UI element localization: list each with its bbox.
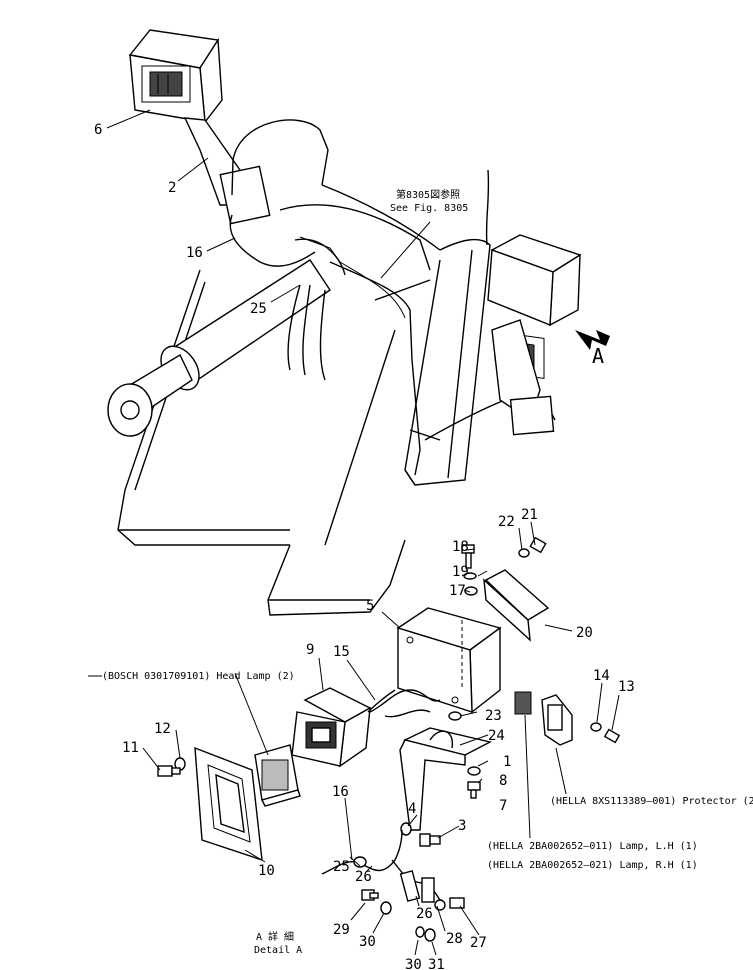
part-number: 26 [355, 869, 372, 885]
part-number: 28 [446, 931, 463, 947]
part-number: 16 [332, 784, 349, 800]
caption-protector: (HELLA 8XS113389—001) Protector (2) [550, 796, 753, 807]
part-number: 12 [154, 721, 171, 737]
caption-head-lamp: (BOSCH 0301709101) Head Lamp (2) [102, 671, 295, 682]
view-arrow-a [575, 330, 610, 350]
bolt-21 [518, 536, 547, 558]
part-number: 30 [359, 934, 376, 950]
detail-a-assembly [157, 536, 621, 942]
part-number: 8 [499, 773, 507, 789]
caption-lamp-rh: (HELLA 2BA002652—021) Lamp, R.H (1) [487, 860, 698, 871]
detail-label-jp: A 詳 細 [256, 930, 294, 943]
part-number: 1 [503, 754, 511, 770]
part-number: 13 [618, 679, 635, 695]
part-number: 9 [306, 642, 314, 658]
part-number: 10 [258, 863, 275, 879]
leader-lines [88, 109, 620, 956]
part-number: 5 [366, 598, 374, 614]
part-number: 14 [593, 668, 610, 684]
part-number: 19 [452, 564, 469, 580]
part-number: 26 [416, 906, 433, 922]
part-number: 22 [498, 514, 515, 530]
part-number: 27 [470, 935, 487, 951]
part-number: 3 [458, 818, 466, 834]
part-number: 24 [488, 728, 505, 744]
part-number: 20 [576, 625, 593, 641]
lamp-unit-9 [291, 687, 372, 768]
part-number: 25 [250, 301, 267, 317]
part-number: 31 [428, 957, 445, 970]
part-number: 21 [521, 507, 538, 523]
head-lamp-left [128, 29, 223, 124]
head-lamp-detail [254, 744, 301, 807]
part-number: 4 [408, 801, 416, 817]
lamp-bezel-10 [194, 746, 263, 862]
part-number: 15 [333, 644, 350, 660]
part-number: 18 [452, 539, 469, 555]
part-number: 23 [485, 708, 502, 724]
part-number: 30 [405, 957, 422, 970]
detail-label-en: Detail A [254, 945, 302, 956]
head-lamp-right [487, 234, 582, 436]
part-number: 7 [499, 798, 507, 814]
part-number: 6 [94, 122, 102, 138]
see-ref-jp: 第8305図参照 [396, 188, 460, 201]
caption-lamp-lh: (HELLA 2BA002652—011) Lamp, L.H (1) [487, 841, 698, 852]
part-number-labels: 6 2 16 25 5 9 15 23 24 1 8 7 20 17 19 18… [94, 122, 753, 970]
view-marker-label: A [592, 344, 604, 368]
see-ref-en: See Fig. 8305 [390, 203, 468, 214]
part-number: 11 [122, 740, 139, 756]
part-number: 29 [333, 922, 350, 938]
boom-assembly [107, 29, 610, 616]
part-number: 17 [449, 583, 466, 599]
part-number: 25 [333, 859, 350, 875]
part-number: 16 [186, 245, 203, 261]
part-number: 2 [168, 180, 176, 196]
